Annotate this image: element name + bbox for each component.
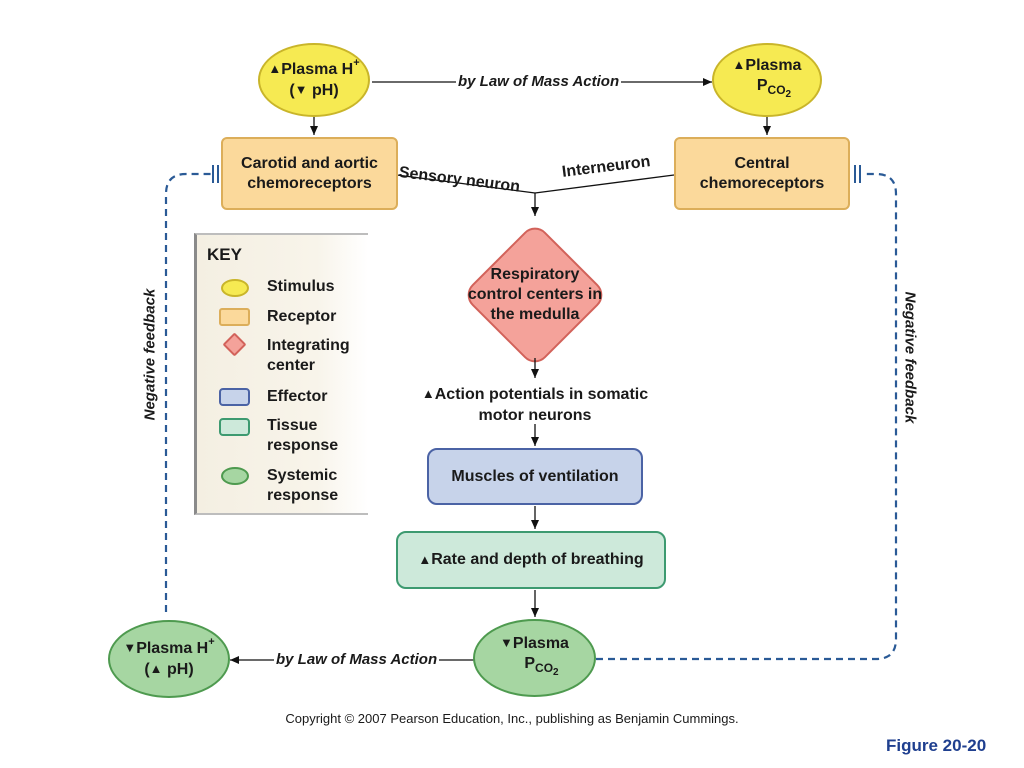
action-potentials-line1: ▲Action potentials in somatic — [421, 386, 649, 403]
down-arrow-icon: ▼ — [123, 640, 137, 655]
mass-action-label-bottom: by Law of Mass Action — [274, 651, 440, 668]
action-potentials-line2: motor neurons — [478, 407, 592, 424]
key-item-receptor: Receptor — [267, 308, 337, 325]
up-arrow-icon: ▲ — [418, 552, 432, 567]
stimulus-line1: ▲Plasma H+ — [268, 57, 360, 79]
interneuron-line — [534, 174, 675, 194]
stimulus-right-line2: PCO2 — [756, 77, 792, 100]
negative-feedback-line-left — [164, 172, 212, 612]
muscles-of-ventilation: Muscles of ventilation — [427, 448, 643, 505]
key-title: KEY — [207, 245, 242, 264]
stimulus-line2: (▼ pH) — [289, 82, 339, 99]
systemic-right-line2: PCO2 — [524, 655, 559, 678]
down-arrow-icon: ▼ — [294, 82, 308, 97]
key-item-tissue: Tissue response — [267, 417, 339, 454]
mass-action-label-top: by Law of Mass Action — [456, 73, 622, 90]
systemic-plasma-h-down: ▼Plasma H+ (▲ pH) — [108, 620, 230, 698]
up-arrow-icon: ▲ — [268, 61, 282, 76]
negative-feedback-label-left: Negative feedback — [141, 288, 159, 421]
systemic-right-line1: ▼Plasma — [500, 635, 569, 652]
action-potentials-label: ▲Action potentials in somatic motor neur… — [413, 383, 657, 426]
systemic-left-line2: (▲ pH) — [144, 661, 194, 678]
key-item-effector: Effector — [267, 388, 328, 405]
negative-feedback-line-right — [596, 172, 898, 661]
down-arrow-icon: ▼ — [500, 635, 513, 650]
stimulus-swatch — [221, 279, 249, 297]
carotid-aortic-chemoreceptors: Carotid and aortic chemoreceptors — [221, 137, 398, 210]
systemic-plasma-pco2-down: ▼Plasma PCO2 — [473, 619, 596, 697]
key-legend: KEY Stimulus Receptor Integrating center… — [194, 233, 368, 515]
integrating-swatch — [222, 332, 247, 357]
up-arrow-icon: ▲ — [732, 57, 746, 72]
up-arrow-icon: ▲ — [149, 661, 163, 676]
central-chemoreceptors: Central chemoreceptors — [674, 137, 850, 210]
copyright-text: Copyright © 2007 Pearson Education, Inc.… — [285, 711, 739, 726]
key-item-systemic: Systemic response — [267, 467, 339, 504]
receptor-swatch — [219, 308, 250, 326]
systemic-left-line1: ▼Plasma H+ — [123, 636, 215, 658]
up-arrow-icon: ▲ — [421, 386, 435, 401]
negative-feedback-label-right: Negative feedback — [901, 291, 919, 424]
stimulus-right-line1: ▲Plasma — [732, 57, 802, 74]
key-item-stimulus: Stimulus — [267, 278, 335, 295]
systemic-swatch — [221, 467, 249, 485]
integrating-center-shape — [467, 227, 603, 363]
integrating-center-label: Respiratory control centers in the medul… — [467, 266, 603, 323]
stimulus-plasma-h-up: ▲Plasma H+ (▼ pH) — [258, 43, 370, 117]
figure-label: Figure 20-20 — [886, 736, 987, 755]
rate-and-depth-of-breathing: ▲Rate and depth of breathing — [396, 531, 666, 589]
effector-swatch — [219, 388, 250, 406]
key-item-integrating: Integrating center — [267, 337, 350, 374]
stimulus-plasma-pco2-up: ▲Plasma PCO2 — [712, 43, 822, 117]
tissue-swatch — [219, 418, 250, 436]
sensory-neuron-line — [396, 174, 536, 194]
